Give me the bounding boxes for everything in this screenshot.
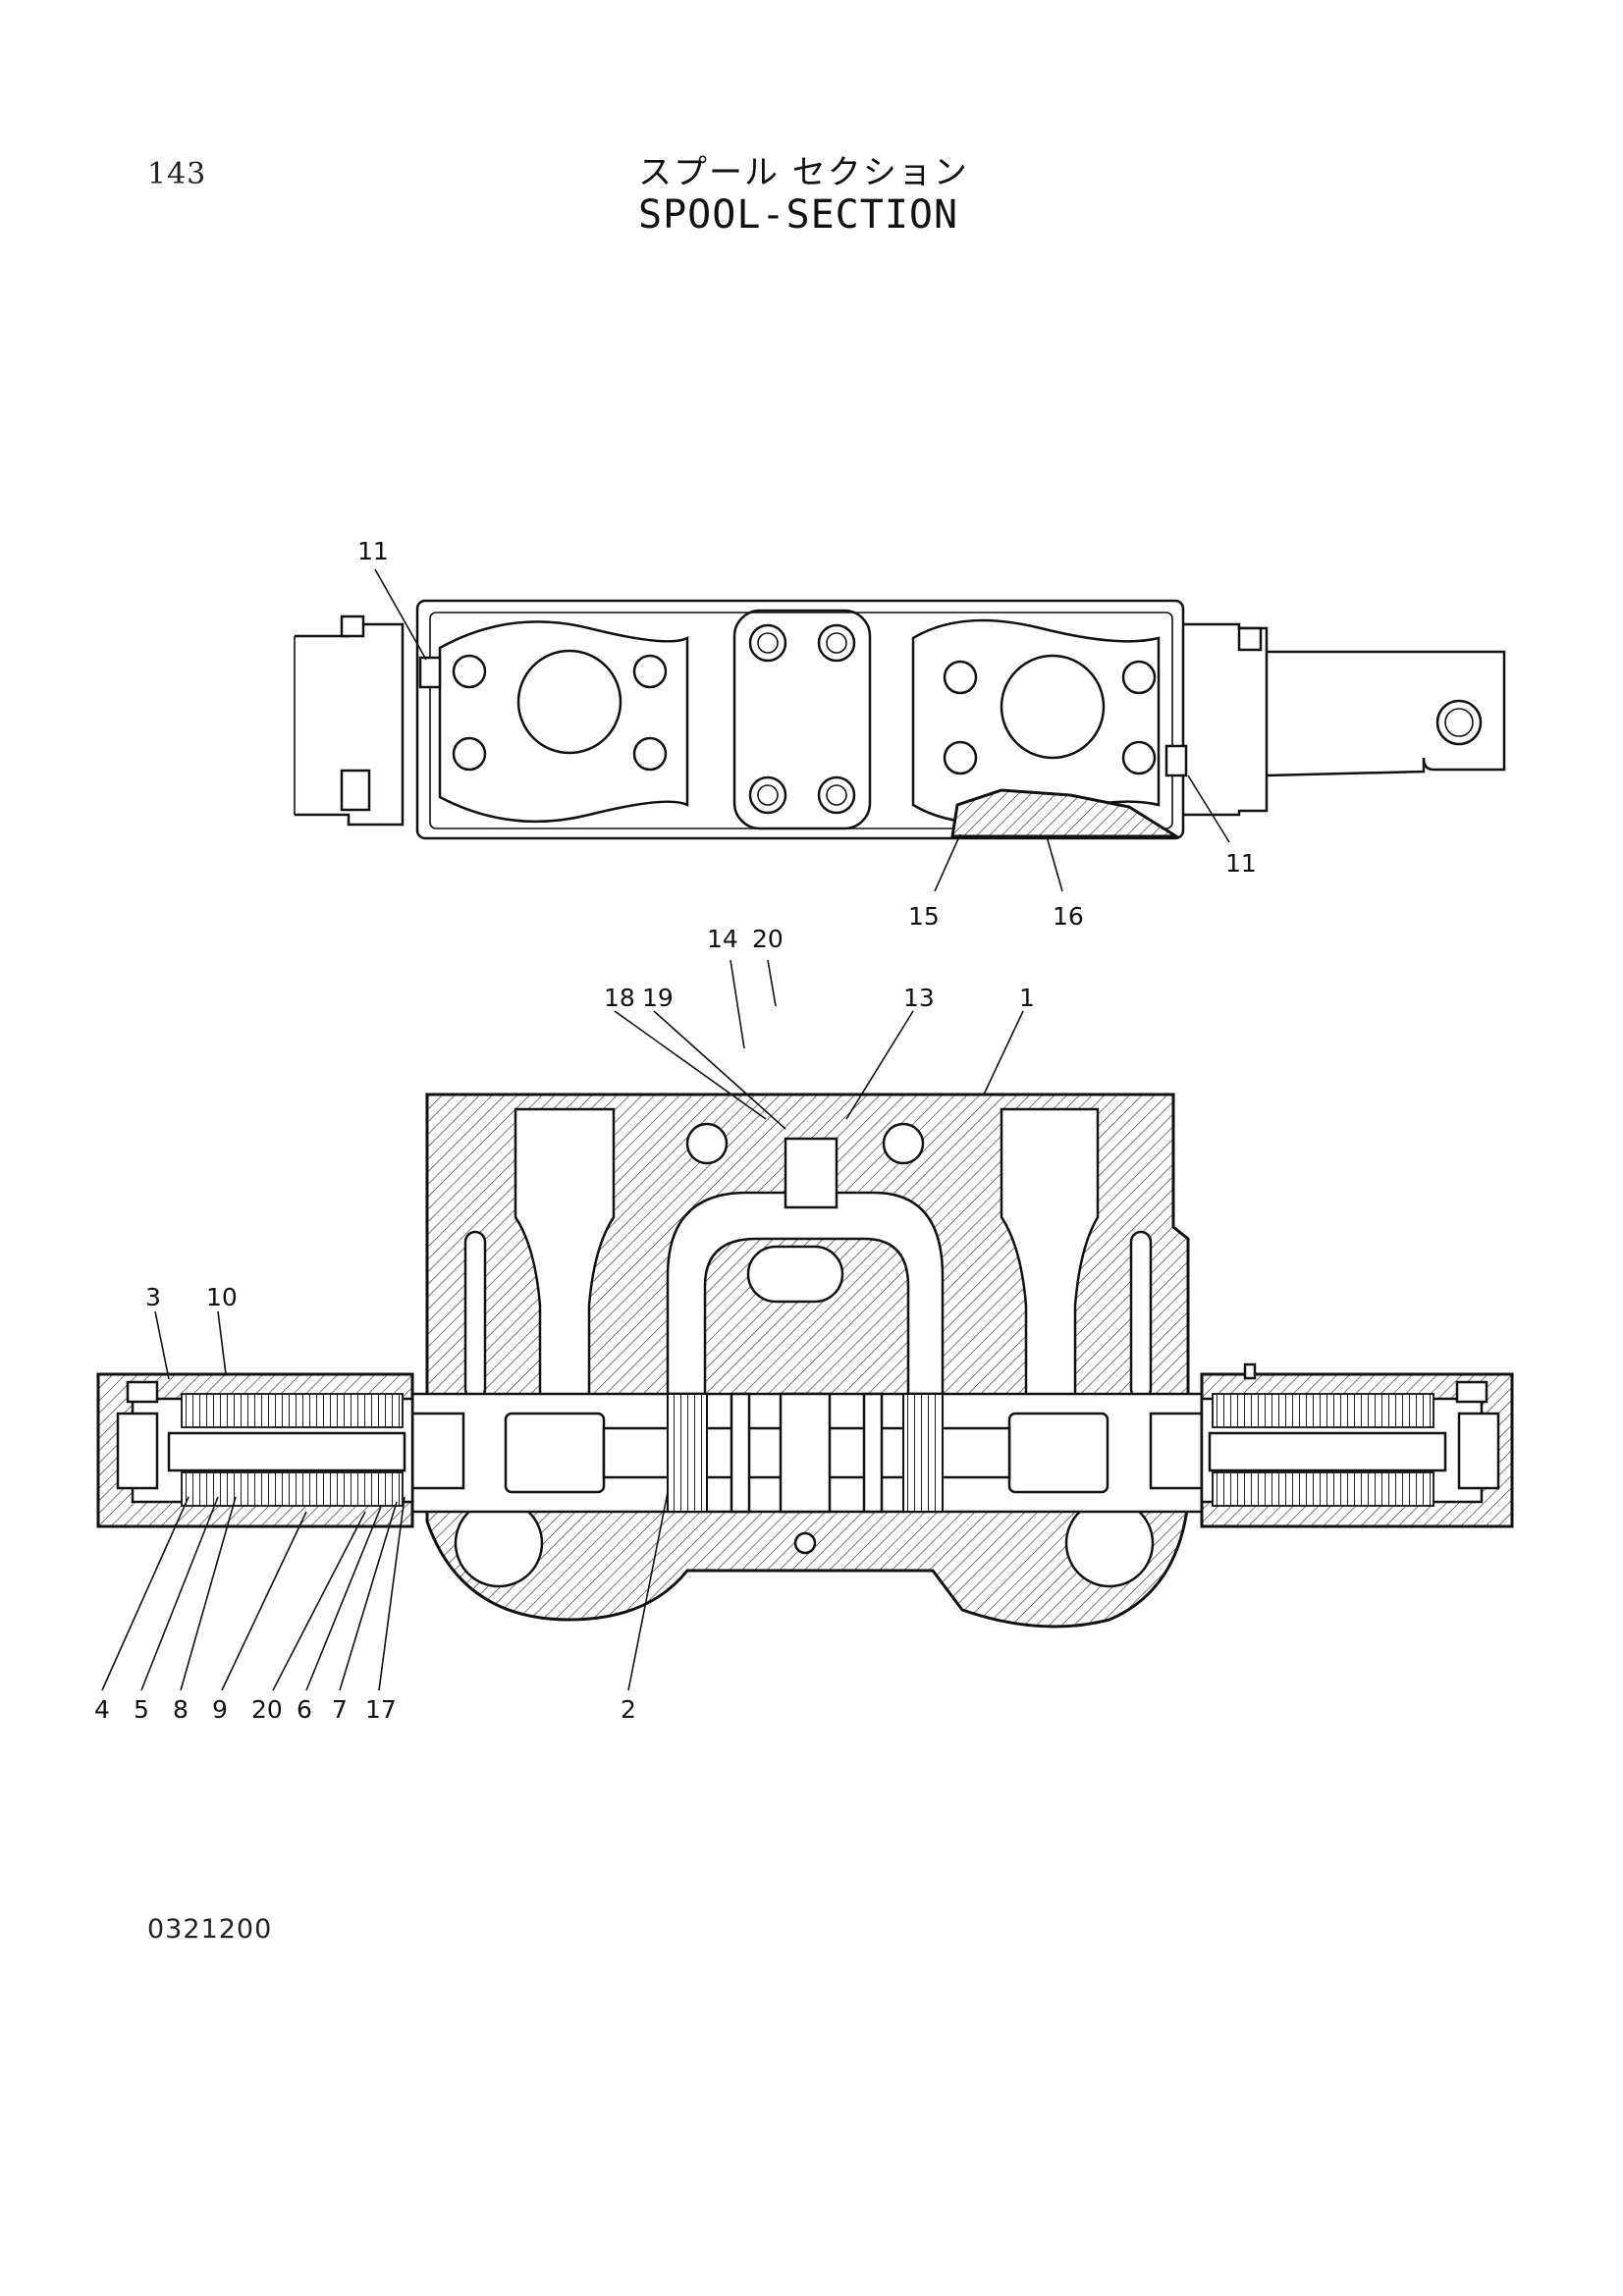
callout-19: 19 [642,984,674,1012]
title-english: SPOOL-SECTION [638,192,959,238]
callout-4: 4 [94,1695,110,1724]
bridge-passage [666,1191,945,1396]
cutaway-section [950,788,1182,838]
left-spring-guide [167,1431,406,1472]
right-spring-guide [1208,1431,1447,1472]
callout-9: 9 [212,1695,228,1724]
center-cover-plate [732,609,872,830]
top-view [294,599,1506,840]
left-cap-top-plug [340,614,365,638]
callout-17: 17 [365,1695,397,1724]
callout-20-bottom: 20 [251,1695,283,1724]
callout-1: 1 [1019,984,1035,1012]
callout-11-right: 11 [1225,849,1257,878]
callout-14: 14 [707,925,738,953]
spool-groove-left [667,1393,708,1513]
top-view-leaders [374,568,1230,892]
left-spring-lower [181,1471,404,1507]
cover-bolts [748,623,856,815]
top-plug [784,1137,839,1209]
plug-11-right [1164,744,1188,777]
spool-land-left [504,1412,606,1494]
left-spring-upper [181,1393,404,1428]
right-cap-top-plug [1237,626,1263,652]
right-spring-upper [1212,1393,1434,1428]
callout-3: 3 [145,1283,161,1311]
left-port [516,649,622,755]
callout-16: 16 [1053,902,1084,931]
callout-20-top: 20 [752,925,784,953]
callout-8: 8 [173,1695,189,1724]
section-view [96,1093,1514,1629]
right-port [1000,654,1106,760]
callout-6: 6 [297,1695,312,1724]
right-end-nut [1435,699,1483,746]
spool-groove-right [902,1393,944,1513]
callout-15: 15 [908,902,940,931]
plug-11-left [418,656,442,689]
callout-18: 18 [604,984,635,1012]
callout-13: 13 [903,984,935,1012]
left-flange [438,620,689,824]
right-spool-end [1183,622,1269,817]
spool-land-right [1007,1412,1109,1494]
center-cavity [746,1245,844,1304]
document-code: 0321200 [147,1914,273,1945]
title-japanese: スプール セクション [638,153,969,192]
spool-end-plug-right [1149,1412,1204,1490]
callout-5: 5 [134,1695,149,1724]
callout-7: 7 [332,1695,348,1724]
housing-outline [415,599,1185,840]
spool-end-plug-left [410,1412,465,1490]
right-spring-lower [1212,1471,1434,1507]
left-cap-bottom-plug [340,769,371,812]
callout-2: 2 [621,1695,636,1724]
section-view-leaders [101,959,1024,1691]
callout-11-left: 11 [357,537,389,565]
callout-10: 10 [206,1283,238,1311]
page-number: 143 [147,157,207,191]
